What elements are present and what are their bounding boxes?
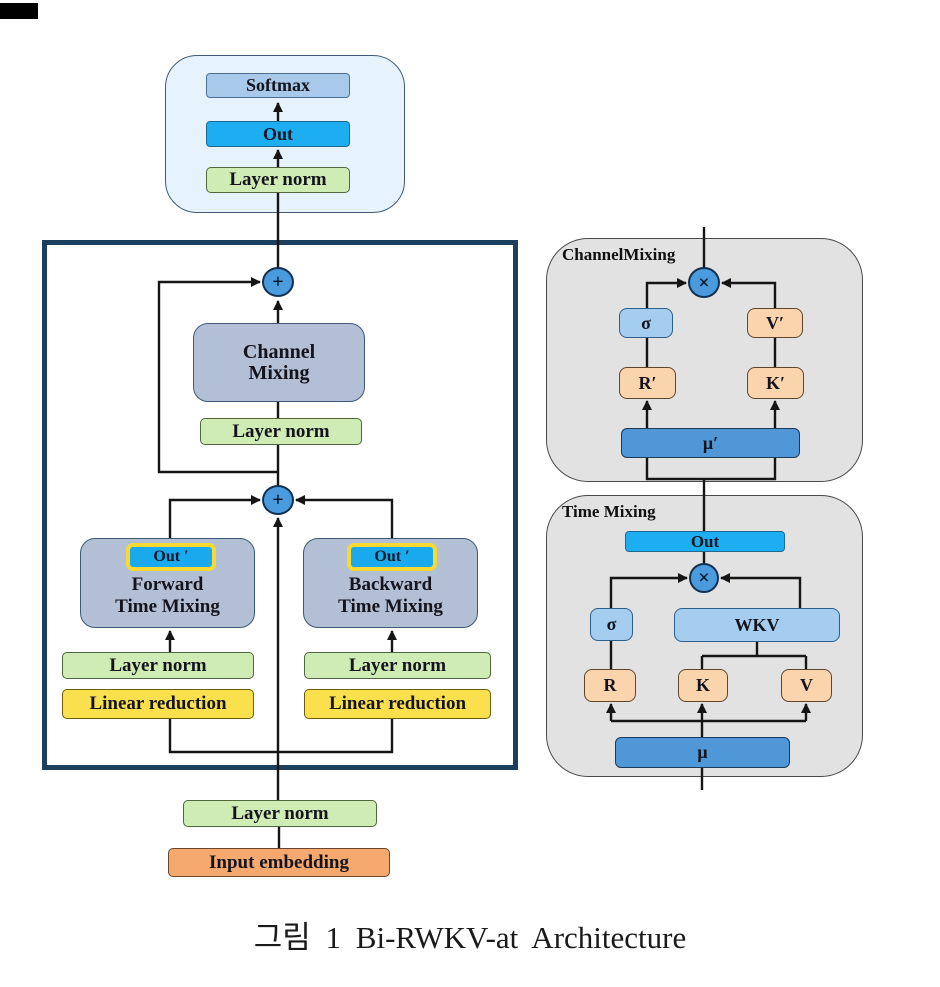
backward-layer-norm-label: Layer norm — [348, 654, 447, 676]
cm-k-prime-box: K′ — [747, 367, 804, 399]
forward-layer-norm-label: Layer norm — [109, 654, 207, 676]
backward-linear-reduction-label: Linear reduction — [328, 693, 467, 715]
forward-time-mixing-name: Forward Time Mixing — [80, 574, 255, 619]
channel-mixing-panel-title: ChannelMixing — [562, 245, 675, 265]
tm-v-label: V — [800, 675, 813, 696]
time-mixing-panel-title: Time Mixing — [562, 502, 656, 522]
cm-r-prime-label: R′ — [638, 372, 657, 393]
tm-k-label: K — [695, 675, 710, 696]
forward-linear-reduction-label: Linear reduction — [89, 693, 227, 715]
backward-out-box: Out ′ — [347, 543, 437, 571]
tm-v-box: V — [781, 669, 832, 702]
tm-mu-box: μ — [615, 737, 790, 768]
cm-mu-prime-label: μ′ — [702, 432, 719, 453]
input-layer-norm-box: Layer norm — [183, 800, 377, 827]
cm-sigma-box: σ — [619, 308, 673, 338]
tm-out-box: Out — [625, 531, 785, 552]
plus-symbol: + — [272, 271, 284, 293]
cm-sigma-label: σ — [641, 312, 651, 333]
backward-name-line2: Time Mixing — [338, 596, 443, 618]
tm-sigma-box: σ — [590, 608, 633, 641]
encoder-frame — [42, 240, 518, 770]
forward-name-line1: Forward — [131, 574, 204, 595]
forward-out-box: Out ′ — [126, 543, 216, 571]
input-layer-norm-label: Layer norm — [231, 802, 329, 824]
softmax-label: Softmax — [246, 75, 310, 96]
backward-name-line1: Backward — [348, 574, 433, 595]
figure-caption-text: 그림 1 Bi-RWKV-at Architecture — [253, 920, 687, 955]
time-mixing-panel-title-text: Time Mixing — [562, 502, 656, 521]
plus-bottom-icon: + — [262, 485, 294, 515]
tm-mu-label: μ — [697, 742, 708, 763]
backward-layer-norm-box: Layer norm — [304, 652, 491, 679]
cm-mu-prime-box: μ′ — [621, 428, 800, 458]
backward-linear-reduction-box: Linear reduction — [304, 689, 491, 719]
tm-wkv-label: WKV — [734, 614, 780, 635]
forward-name-line2: Time Mixing — [115, 596, 220, 618]
output-layer-norm-label: Layer norm — [229, 169, 327, 191]
tm-k-box: K — [678, 669, 728, 702]
backward-out-label: Out ′ — [374, 548, 410, 565]
output-out-box: Out — [206, 121, 350, 147]
backward-time-mixing-name: Backward Time Mixing — [303, 574, 478, 619]
tm-r-box: R — [584, 669, 636, 702]
input-embedding-box: Input embedding — [168, 848, 390, 877]
forward-linear-reduction-box: Linear reduction — [62, 689, 254, 719]
multiply-symbol: × — [698, 567, 710, 589]
softmax-box: Softmax — [206, 73, 350, 98]
cm-k-prime-label: K′ — [765, 372, 786, 393]
cm-v-prime-box: V′ — [747, 308, 803, 338]
tm-out-label: Out — [690, 531, 720, 551]
output-out-label: Out — [262, 123, 293, 144]
encoder-layer-norm-box: Layer norm — [200, 418, 362, 445]
plus-symbol: + — [272, 489, 284, 511]
channel-mixing-panel-title-text: ChannelMixing — [562, 245, 676, 264]
plus-top-icon: + — [262, 267, 294, 297]
multiply-symbol: × — [698, 271, 710, 294]
channel-mixing-box: Channel Mixing — [193, 323, 365, 402]
tm-wkv-box: WKV — [674, 608, 840, 642]
encoder-layer-norm-label: Layer norm — [232, 420, 330, 442]
figure-caption: 그림 1 Bi-RWKV-at Architecture — [0, 912, 940, 957]
cm-r-prime-box: R′ — [619, 367, 676, 399]
output-layer-norm-box: Layer norm — [206, 167, 350, 193]
tm-sigma-label: σ — [606, 614, 617, 635]
input-embedding-label: Input embedding — [209, 851, 349, 873]
cm-v-prime-label: V′ — [765, 312, 785, 333]
forward-out-label: Out ′ — [153, 548, 189, 565]
multiply-icon-time: × — [689, 563, 719, 593]
channel-mixing-label: Channel Mixing — [242, 340, 316, 384]
forward-layer-norm-box: Layer norm — [62, 652, 254, 679]
tm-r-label: R — [603, 675, 617, 696]
screenshot-corner-artifact — [0, 3, 38, 19]
multiply-icon-channel: × — [688, 267, 720, 298]
